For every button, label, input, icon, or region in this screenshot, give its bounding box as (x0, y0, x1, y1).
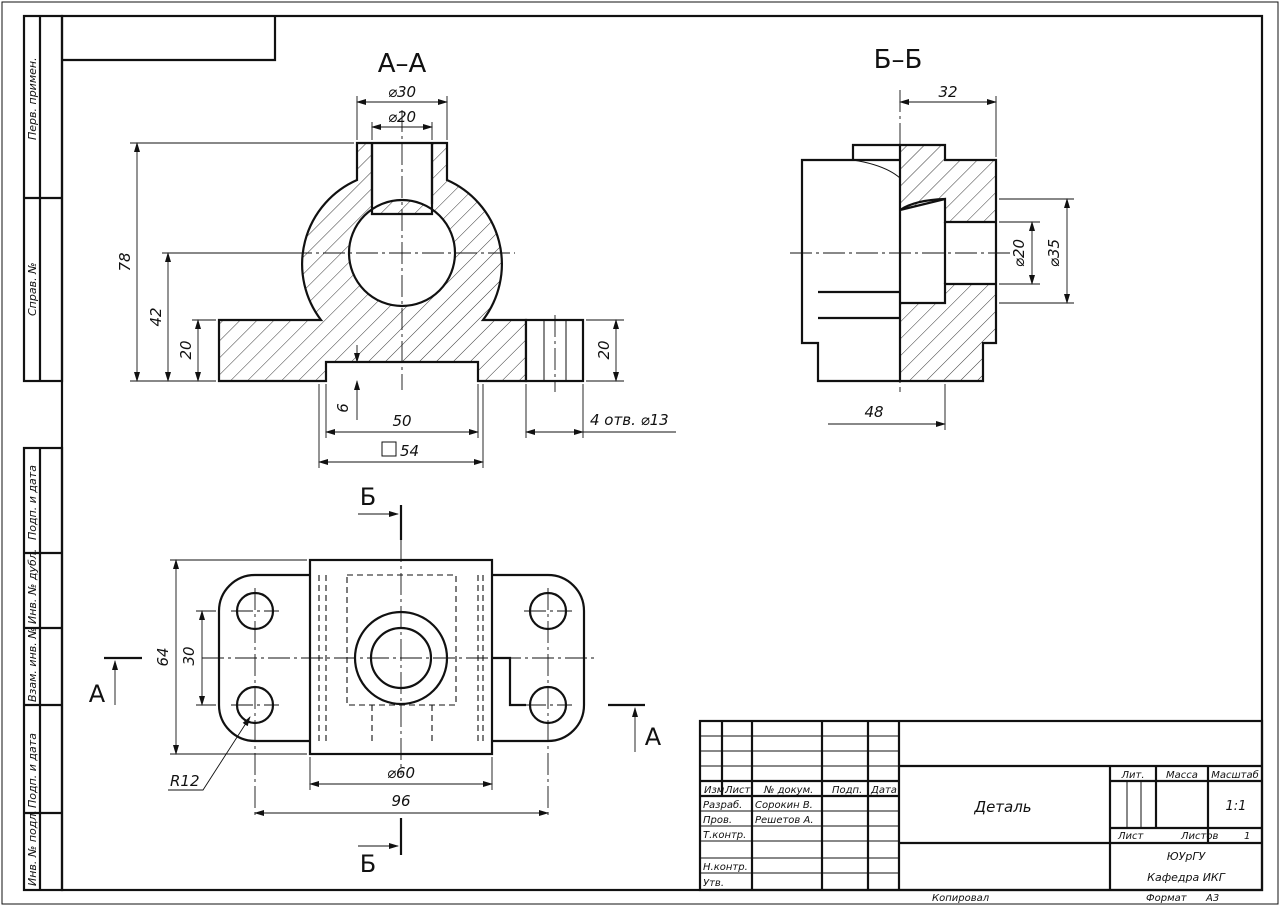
tb-role-1: Пров. (703, 815, 732, 826)
cut-label-a-right: А (645, 723, 662, 751)
tb-header-list: Лист (724, 785, 752, 796)
section-aa-hole-flange (524, 318, 585, 383)
cut-label-b-top: Б (360, 483, 376, 511)
side-strip-label-3: Инв. № дубл. (26, 549, 39, 624)
dim-d30: ⌀30 (388, 83, 416, 101)
tb-header-izm: Изм. (704, 785, 728, 796)
tb-role-0: Разраб. (703, 799, 742, 811)
side-strip-label-1: Справ. № (26, 262, 39, 316)
tb-format: А3 (1205, 893, 1219, 904)
section-bb-hatched-body (898, 143, 998, 383)
tb-format-label: Формат (1146, 893, 1188, 904)
dim-h42: 42 (147, 307, 165, 326)
dim-h64: 64 (154, 647, 172, 666)
tb-sheet-label: Лист (1117, 831, 1145, 842)
cut-marks: Б Б А А (89, 483, 662, 878)
dim-bb-d20: ⌀20 (1010, 239, 1028, 267)
title-block: Изм. Лист № докум. Подп. Дата Разраб. Со… (698, 719, 1264, 904)
tb-role-3: Н.контр. (703, 862, 748, 873)
side-strip-label-0: Перв. примен. (26, 57, 39, 140)
dim-w32: 32 (938, 83, 957, 101)
dim-r12: R12 (170, 772, 200, 790)
section-bb-dimensions: 32 48 ⌀20 ⌀35 (828, 83, 1074, 430)
tb-role-2: Т.контр. (703, 830, 746, 841)
dim-w50: 50 (392, 412, 411, 430)
tb-header-doc: № докум. (763, 785, 813, 796)
tb-name-1: Решетов А. (755, 815, 814, 826)
side-strip: Перв. примен. Справ. № Подп. и дата Инв.… (22, 14, 64, 892)
section-bb-title: Б–Б (874, 45, 923, 75)
dim-h20-left: 20 (177, 340, 195, 359)
square-symbol (381, 441, 397, 457)
tb-header-podp: Подп. (832, 785, 862, 796)
section-aa: А–А ⌀30 ⌀20 78 42 20 (116, 49, 676, 468)
plan-view: Б Б А А 64 30 R12 ⌀60 (89, 483, 662, 878)
side-strip-label-6: Инв. № подл. (26, 810, 39, 886)
dim-sq54: 54 (400, 442, 419, 460)
cut-label-a-left: А (89, 680, 106, 708)
section-aa-title: А–А (378, 49, 427, 79)
tb-part-name: Деталь (973, 798, 1031, 816)
dim-h30: 30 (180, 646, 198, 665)
tb-massa: Масса (1166, 770, 1198, 781)
tb-sheets-label: Листов (1180, 831, 1218, 842)
tb-scale: 1:1 (1226, 799, 1247, 814)
dim-w96: 96 (391, 792, 410, 810)
side-strip-label-2: Подп. и дата (26, 465, 39, 540)
tb-role-4: Утв. (703, 878, 724, 889)
dim-h20-right: 20 (595, 340, 613, 359)
tb-sheets: 1 (1244, 831, 1250, 842)
section-bb: Б–Б 32 48 ⌀20 ⌀35 (790, 45, 1074, 430)
dim-h78: 78 (116, 252, 134, 271)
side-strip-label-5: Подп. и дата (26, 733, 39, 808)
dim-bb-d35: ⌀35 (1045, 239, 1063, 267)
tb-header-data: Дата (870, 785, 897, 796)
tb-copied: Копировал (932, 893, 990, 904)
tb-org1: ЮУрГУ (1167, 850, 1207, 863)
dim-d20: ⌀20 (388, 108, 416, 126)
tb-masshtab: Масштаб (1211, 769, 1259, 781)
tb-lit: Лит. (1120, 770, 1144, 781)
dim-holes: 4 отв. ⌀13 (590, 411, 669, 429)
dim-h6: 6 (334, 403, 352, 413)
section-aa-dimensions: ⌀30 ⌀20 78 42 20 20 6 50 (116, 83, 676, 468)
tb-org2: Кафедра ИКГ (1147, 871, 1226, 884)
cut-label-b-bottom: Б (360, 850, 376, 878)
plan-dimensions: 64 30 R12 ⌀60 96 (154, 559, 549, 816)
dim-d60: ⌀60 (387, 764, 415, 782)
side-strip-label-4: Взам. инв. № (26, 627, 39, 702)
dim-w48: 48 (864, 403, 883, 421)
tb-name-0: Сорокин В. (755, 800, 813, 811)
